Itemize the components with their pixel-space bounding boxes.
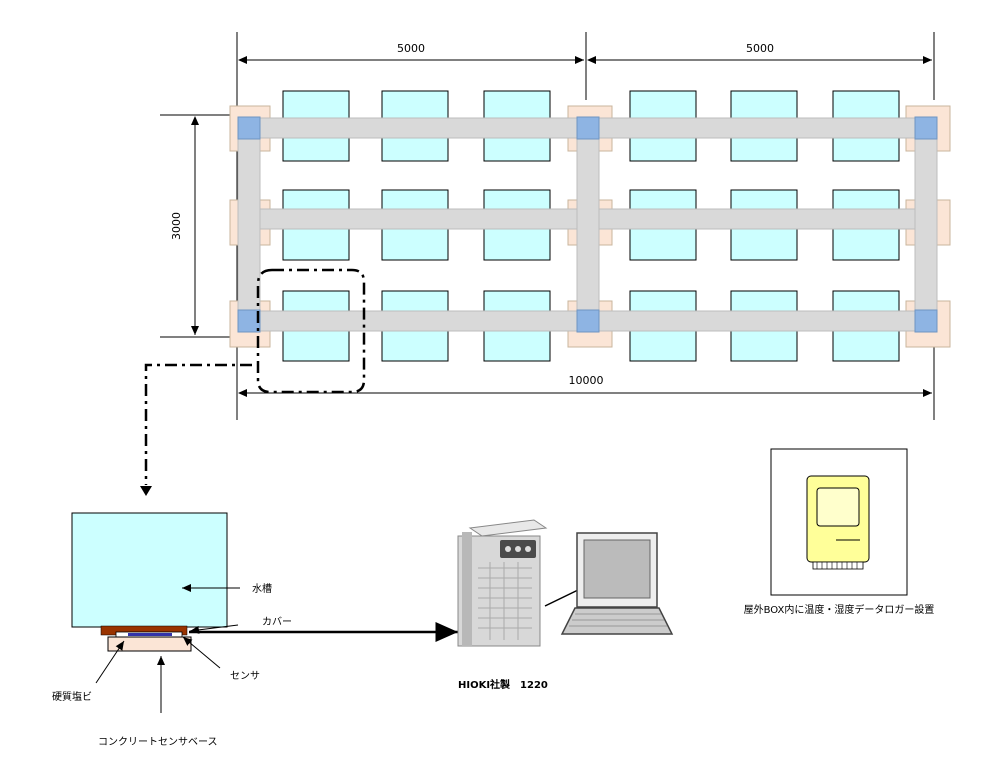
label-concrete-base: コンクリートセンサベース	[98, 736, 218, 748]
joint-node	[914, 309, 938, 333]
dim-label-bottom: 10000	[569, 374, 604, 387]
laptop-icon	[560, 532, 674, 635]
beam-vertical	[914, 116, 938, 333]
temperature-humidity-logger-icon	[806, 475, 870, 570]
joint-node	[576, 116, 600, 140]
joint-nodes	[237, 116, 938, 333]
hioki-logger-icon	[457, 519, 548, 647]
section-detail	[71, 512, 228, 652]
dim-label-top-right: 5000	[746, 42, 774, 55]
logger-laptop-cable	[544, 589, 579, 607]
detail-concrete-base	[107, 636, 192, 652]
label-hard-pvc: 硬質塩ビ	[52, 690, 92, 703]
joint-node	[576, 309, 600, 333]
label-sensor: センサ	[230, 670, 260, 682]
dimension-left	[160, 114, 232, 338]
detail-callouts	[95, 584, 240, 713]
beam-horizontal	[598, 310, 916, 332]
beam-horizontal	[259, 310, 578, 332]
dim-label-height: 3000	[170, 212, 183, 240]
beam-horizontal	[598, 117, 916, 139]
detail-water-tank	[71, 512, 228, 628]
label-cover: カバー	[262, 616, 292, 628]
detail-leader-line	[144, 363, 252, 485]
detail-sensor	[128, 633, 172, 636]
dim-label-top-left: 5000	[397, 42, 425, 55]
detail-highlight-box	[256, 268, 366, 394]
beam-horizontal	[259, 117, 578, 139]
label-water-tank: 水槽	[252, 582, 272, 595]
label-outdoor-box: 屋外BOX内に温度・湿度データロガー設置	[744, 603, 935, 616]
beam-vertical	[237, 116, 261, 333]
beam-horizontal	[598, 208, 916, 230]
detail-leader-arrowhead	[140, 486, 152, 496]
label-hioki-logger: HIOKI社製 1220	[458, 678, 548, 691]
joint-node	[914, 116, 938, 140]
beam-vertical	[576, 116, 600, 333]
joint-node	[237, 309, 261, 333]
joint-node	[237, 116, 261, 140]
beam-horizontal	[259, 208, 578, 230]
